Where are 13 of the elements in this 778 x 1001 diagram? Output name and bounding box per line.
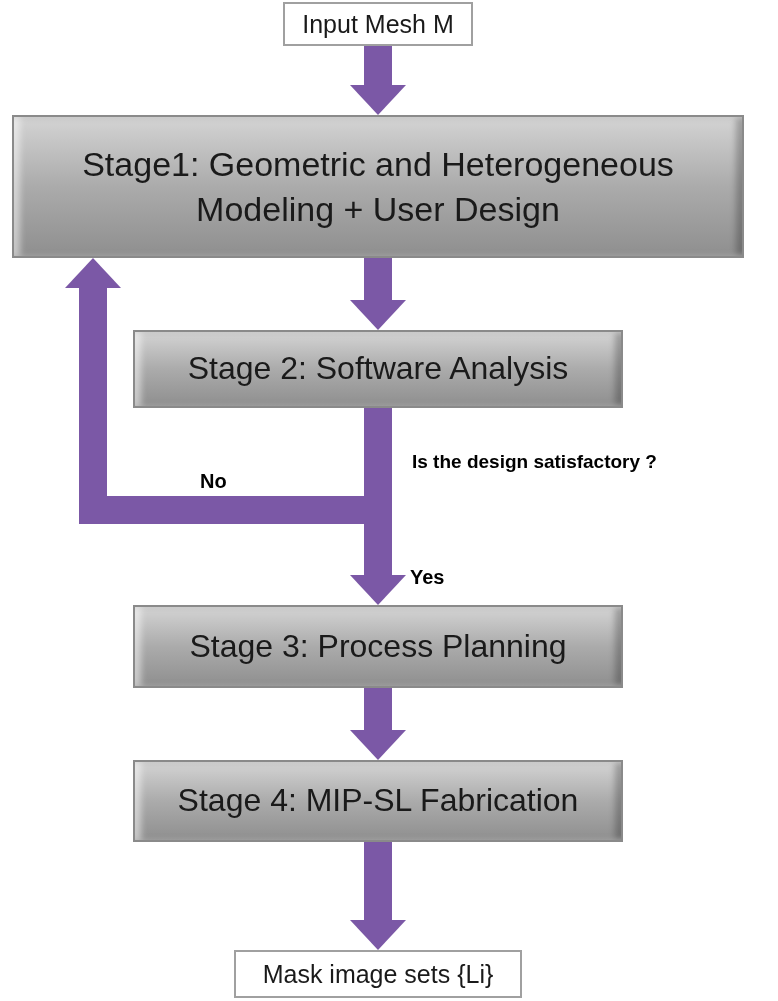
edge-label: No: [200, 469, 227, 494]
edge-label: Yes: [410, 565, 445, 590]
process-box: Stage 2: Software Analysis: [133, 330, 623, 408]
arrow: [350, 258, 406, 330]
process-box: Stage 3: Process Planning: [133, 605, 623, 688]
process-box: Stage 4: MIP-SL Fabrication: [133, 760, 623, 842]
question-label: Is the design satisfactory ?: [412, 450, 657, 474]
io-box: Input Mesh M: [283, 2, 473, 46]
arrow: [350, 46, 406, 115]
io-box: Mask image sets {Li}: [234, 950, 522, 998]
process-box: Stage1: Geometric and Heterogeneous Modeling + User Design: [12, 115, 744, 258]
arrow: [350, 688, 406, 760]
arrow: [350, 842, 406, 950]
